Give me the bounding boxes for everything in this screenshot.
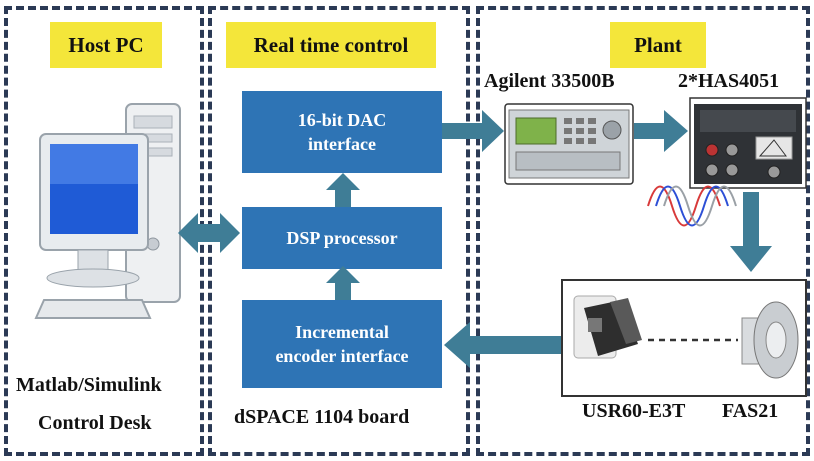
dsp-label: DSP processor (286, 227, 398, 248)
amplifier-device-icon (689, 97, 807, 189)
motor-label: FAS21 (722, 400, 779, 422)
realtime-control-title: Real time control (226, 22, 436, 68)
arrow-amplifier-to-motor (730, 192, 772, 272)
encoder-interface-block: Incremental encoder interface (242, 300, 442, 388)
arrow-generator-to-amplifier (634, 110, 688, 152)
dac-label-line2: interface (308, 134, 376, 154)
amplifier-label: 2*HAS4051 (678, 70, 780, 92)
three-phase-waveform-icon (647, 185, 737, 227)
dsp-processor-block: DSP processor (242, 207, 442, 269)
plant-frame (476, 6, 810, 456)
dac-label-line1: 16-bit DAC (297, 109, 387, 130)
arrow-dsp-to-dac (326, 173, 360, 207)
generator-device-icon (504, 103, 634, 185)
encoder-label-line1: Incremental (295, 321, 389, 342)
generator-label: Agilent 33500B (484, 70, 615, 92)
sensor-label: USR60-E3T (582, 400, 686, 422)
computer-icon (34, 103, 181, 319)
arrow-host-dsp (178, 213, 240, 253)
arrow-sensor-to-encoder (444, 322, 562, 368)
host-caption-line1: Matlab/Simulink (16, 374, 162, 396)
plant-title: Plant (610, 22, 706, 68)
dspace-board-caption: dSPACE 1104 board (234, 406, 410, 428)
host-caption-line2: Control Desk (38, 412, 152, 434)
host-pc-title: Host PC (50, 22, 162, 68)
encoder-label-line2: encoder interface (275, 346, 409, 366)
signal-arrows (178, 110, 772, 368)
motor-icon (741, 301, 799, 379)
arrow-dac-to-generator (442, 110, 504, 152)
dac-interface-block: 16-bit DAC interface (242, 91, 442, 173)
ultrasonic-sensor-icon (573, 295, 642, 359)
arrow-encoder-to-dsp (326, 266, 360, 300)
